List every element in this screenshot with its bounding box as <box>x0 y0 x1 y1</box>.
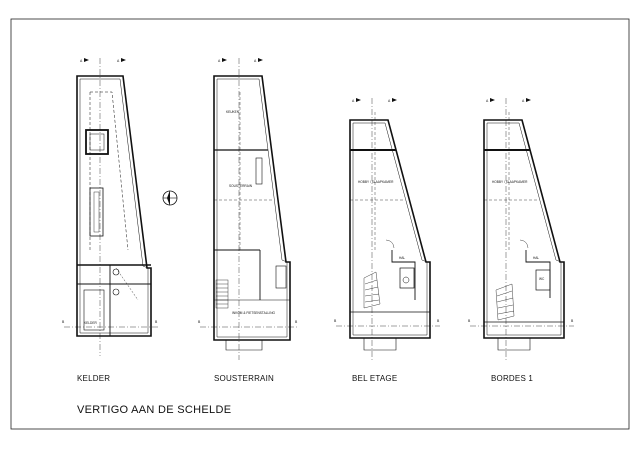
plan-bordes-1: HOBBY / SLAAPKAMER HAL WC A A B B <box>468 98 574 360</box>
plan-caption-kelder: KELDER <box>77 374 111 383</box>
room-label: HAL <box>399 256 405 260</box>
svg-text:B: B <box>571 319 574 323</box>
svg-text:A: A <box>522 99 525 103</box>
svg-text:A: A <box>117 59 120 63</box>
plan-caption-bel-etage: BEL ETAGE <box>352 374 398 383</box>
svg-text:B: B <box>62 320 65 324</box>
svg-text:A: A <box>388 99 391 103</box>
svg-text:A: A <box>486 99 489 103</box>
room-label: SOUSTERRAIN <box>229 184 253 188</box>
svg-text:A: A <box>218 59 221 63</box>
room-label: HAL <box>533 256 539 260</box>
room-label: WC <box>539 277 545 281</box>
plan-bel-etage: HOBBY / SLAAPKAMER HAL A A B B <box>334 98 440 360</box>
room-label: INKOM & FIETSENSTALLING <box>232 311 275 315</box>
svg-text:B: B <box>198 320 201 324</box>
svg-text:B: B <box>295 320 298 324</box>
sheet-border <box>10 18 630 430</box>
north-arrow-icon <box>162 190 178 206</box>
plan-sousterrain: KEUKEN SOUSTERRAIN INKOM & FIETSENSTALLI… <box>198 58 298 360</box>
svg-text:A: A <box>254 59 257 63</box>
plan-caption-sousterrain: SOUSTERRAIN <box>214 374 274 383</box>
sheet-title: VERTIGO AAN DE SCHELDE <box>77 404 232 416</box>
svg-text:A: A <box>352 99 355 103</box>
svg-text:B: B <box>468 319 471 323</box>
room-label: KELDER <box>84 321 97 325</box>
plan-caption-bordes-1: BORDES 1 <box>491 374 534 383</box>
plan-kelder: KELDER A A B B <box>62 58 158 356</box>
svg-text:B: B <box>334 319 337 323</box>
svg-text:A: A <box>80 59 83 63</box>
svg-text:B: B <box>155 320 158 324</box>
svg-text:B: B <box>437 319 440 323</box>
room-label: KEUKEN <box>226 110 240 114</box>
room-label: HOBBY / SLAAPKAMER <box>492 180 528 184</box>
room-label: HOBBY / SLAAPKAMER <box>358 180 394 184</box>
